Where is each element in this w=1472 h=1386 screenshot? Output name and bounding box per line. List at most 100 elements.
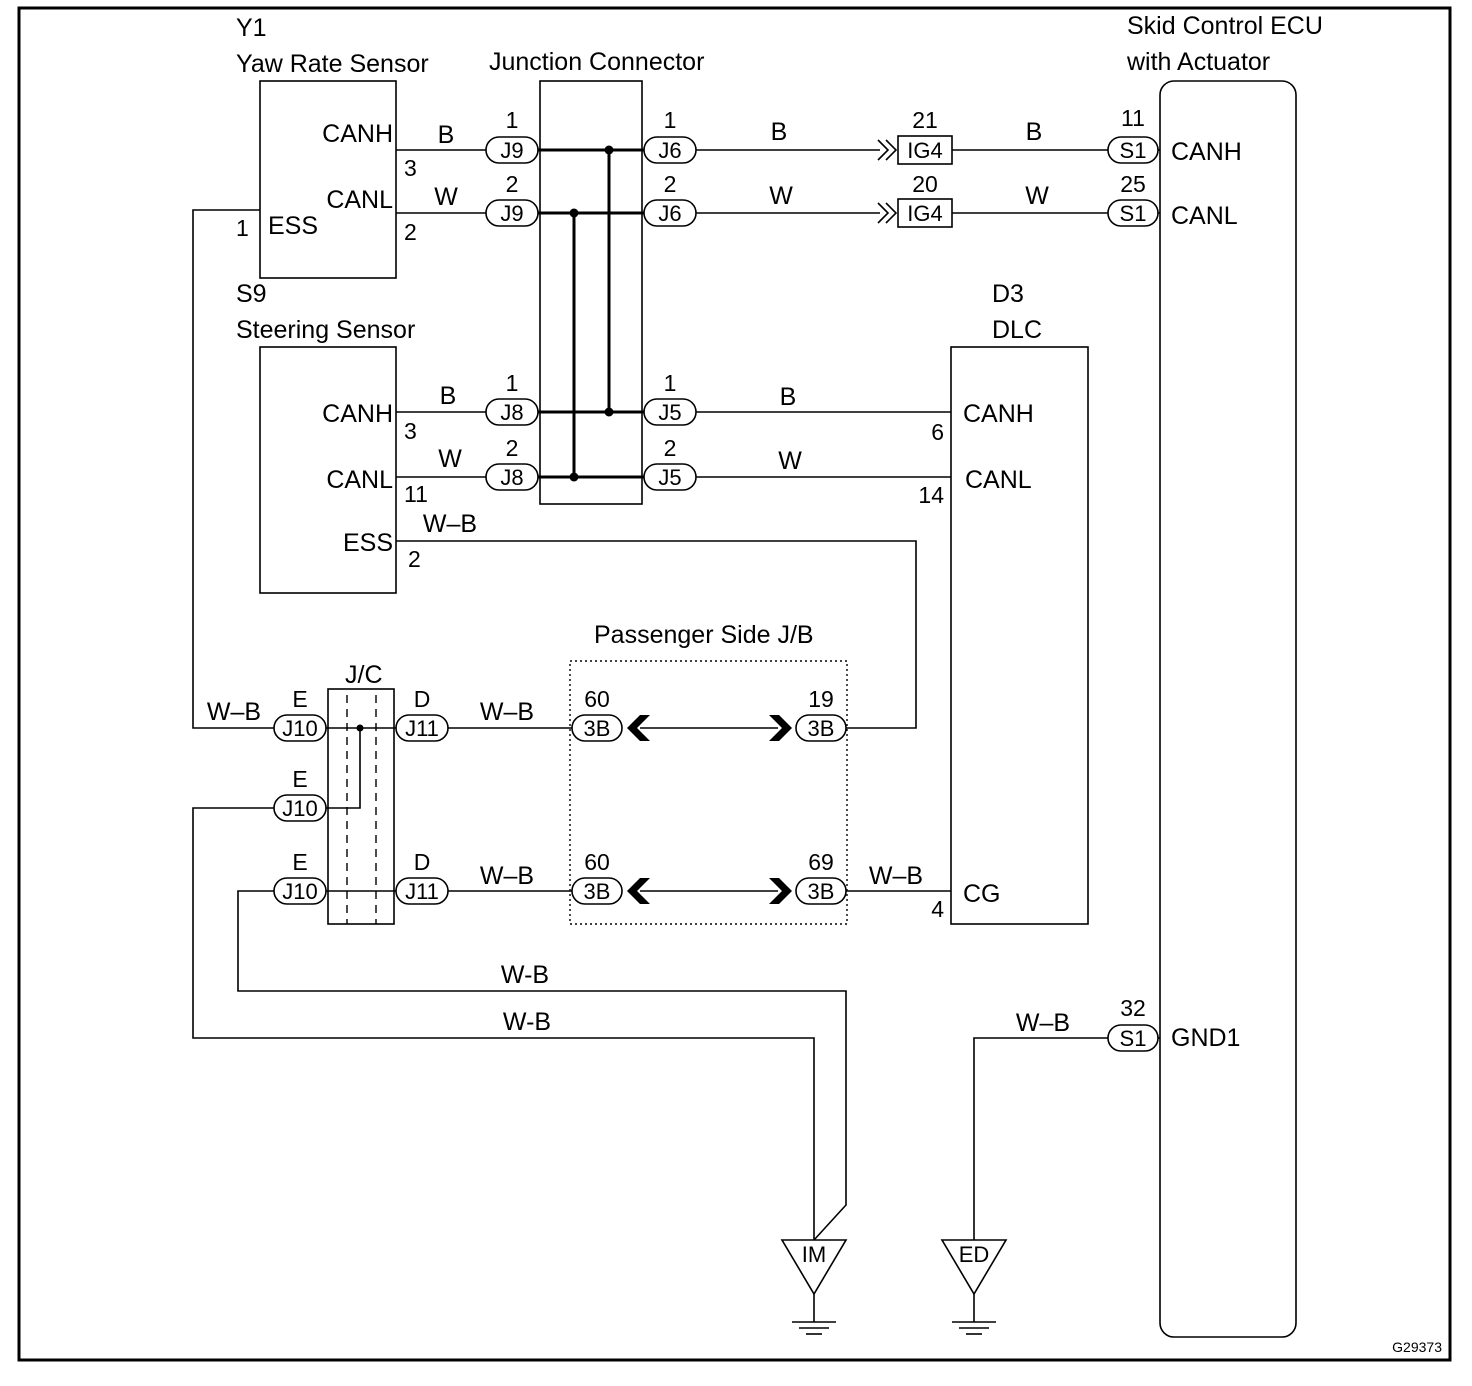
- connector-j5: [643, 398, 697, 426]
- pin-number: 1: [664, 370, 677, 396]
- pin-number: 2: [506, 171, 519, 197]
- connector-j10: [273, 714, 327, 742]
- connector-3b: [795, 877, 847, 905]
- connector-j9: [485, 136, 539, 164]
- pin-number: 6: [931, 419, 944, 445]
- terminal-label: CANL: [965, 466, 1032, 494]
- wire: [192, 807, 815, 1240]
- wire-color-label: W–B: [869, 862, 923, 890]
- connector-s1: [1107, 1024, 1159, 1052]
- wire-color-label: W–B: [207, 698, 261, 726]
- connector-label: 3B: [808, 879, 835, 904]
- connector-label: J5: [658, 400, 681, 425]
- diagram-frame: [17, 6, 1452, 1362]
- ground-label: ED: [959, 1242, 990, 1267]
- connector-label: 3B: [584, 716, 611, 741]
- wire-color-label: W–B: [480, 698, 534, 726]
- wire-color-label: W–B: [423, 510, 477, 538]
- connector-j5: [643, 463, 697, 491]
- terminal-label: ESS: [268, 212, 318, 240]
- pin-number: 60: [584, 686, 610, 712]
- connector-s1: [1107, 199, 1159, 227]
- wire-color-label: B: [1026, 118, 1043, 146]
- connector-3b: [571, 877, 623, 905]
- connector-j10: [273, 794, 327, 822]
- jb-chevron-right: [769, 878, 792, 904]
- connector-side-label: E: [292, 849, 307, 875]
- steering-sensor-code: S9: [236, 280, 267, 308]
- pin-number: 32: [1120, 995, 1146, 1021]
- connector-label: J11: [405, 716, 439, 741]
- connector-label: J10: [282, 796, 317, 821]
- connector-j8: [485, 463, 539, 491]
- connector-side-label: E: [292, 766, 307, 792]
- junction-connector-title: Junction Connector: [489, 48, 704, 76]
- terminal-label: CANH: [963, 400, 1034, 428]
- wire-color-label: B: [771, 118, 788, 146]
- yaw-sensor-title: Yaw Rate Sensor: [236, 50, 429, 78]
- terminal-label: CG: [963, 880, 1001, 908]
- diagram-id: G29373: [1392, 1339, 1442, 1355]
- dlc-title: DLC: [992, 316, 1042, 344]
- pin-number: 3: [404, 155, 417, 181]
- pin-number: 21: [912, 107, 938, 133]
- wire-color-label: W: [434, 183, 458, 211]
- connector-j8: [485, 398, 539, 426]
- jc-title: J/C: [345, 661, 383, 689]
- connector-label: J11: [405, 879, 439, 904]
- inline-connector-arrow: [877, 202, 898, 224]
- connector-side-label: D: [414, 849, 431, 875]
- pin-number: 69: [808, 849, 834, 875]
- connector-label: IG4: [907, 138, 942, 163]
- connector-ig4: [897, 198, 953, 228]
- connector-label: J10: [282, 879, 317, 904]
- wire: [396, 540, 917, 729]
- jb-chevron-left: [627, 715, 650, 741]
- pin-number: 1: [506, 107, 519, 133]
- pin-number: 60: [584, 849, 610, 875]
- jb-chevron-left: [627, 878, 650, 904]
- pin-number: 1: [664, 107, 677, 133]
- jb-chevron-right: [769, 715, 792, 741]
- terminal-label: CANL: [326, 466, 393, 494]
- connector-j11: [395, 877, 449, 905]
- pin-number: 2: [664, 171, 677, 197]
- wire: [237, 890, 847, 1241]
- splice-dot: [569, 208, 579, 218]
- connector-label: 3B: [584, 879, 611, 904]
- pin-number: 2: [506, 435, 519, 461]
- ecu-title: Skid Control ECU: [1127, 12, 1323, 40]
- connector-label: J6: [658, 201, 681, 226]
- connector-label: IG4: [907, 201, 942, 226]
- yaw-rate-sensor-box: [259, 80, 397, 279]
- connector-j6: [643, 136, 697, 164]
- wire-color-label: W-B: [501, 961, 549, 989]
- connector-side-label: D: [414, 686, 431, 712]
- connector-label: S1: [1120, 201, 1147, 226]
- pin-number: 20: [912, 171, 938, 197]
- steering-sensor-title: Steering Sensor: [236, 316, 415, 344]
- connector-label: J8: [500, 400, 523, 425]
- ecu-box: [1159, 80, 1297, 1338]
- wire-color-label: B: [780, 383, 797, 411]
- connector-s1: [1107, 136, 1159, 164]
- connector-label: J9: [500, 201, 523, 226]
- wire-color-label: W–B: [1016, 1009, 1070, 1037]
- splice-dot: [604, 407, 614, 417]
- pin-number: 3: [404, 418, 417, 444]
- connector-label: J9: [500, 138, 523, 163]
- ground-point-im: [780, 1239, 848, 1296]
- jc-box: [327, 688, 395, 925]
- terminal-label: CANH: [1171, 138, 1242, 166]
- connector-j11: [395, 714, 449, 742]
- wire-color-label: B: [440, 382, 457, 410]
- pin-number: 11: [1121, 105, 1145, 131]
- connector-j10: [273, 877, 327, 905]
- connector-3b: [571, 714, 623, 742]
- pin-number: 2: [408, 546, 421, 572]
- yaw-sensor-code: Y1: [236, 14, 267, 42]
- pin-number: 4: [931, 896, 944, 922]
- inline-connector-arrow: [877, 139, 898, 161]
- connector-label: S1: [1120, 1026, 1147, 1051]
